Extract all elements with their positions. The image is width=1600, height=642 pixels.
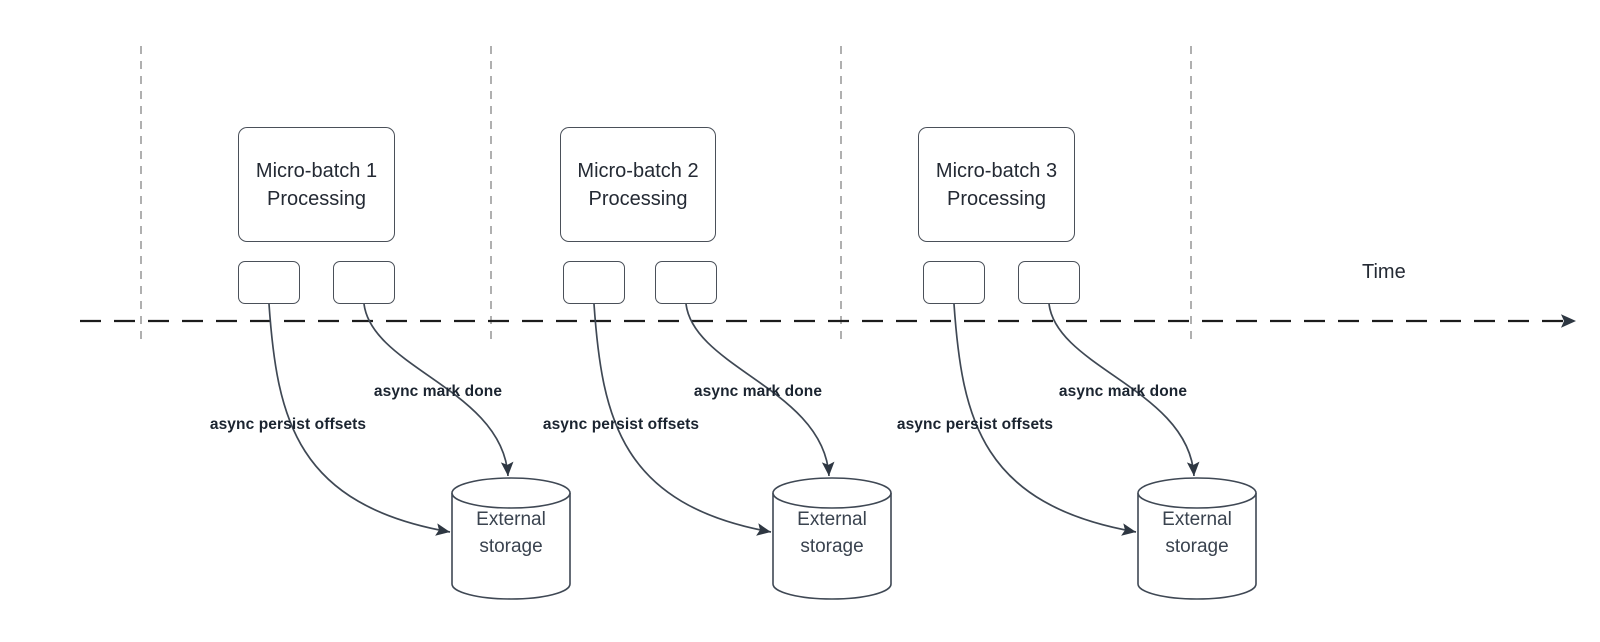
mark-done-arrow-2 — [685, 303, 835, 477]
micro-batch-2-offsets-task-box — [563, 261, 625, 304]
storage-cylinder-1 — [451, 477, 571, 600]
micro-batch-1-done-task-box — [333, 261, 395, 304]
micro-batch-2-box: Micro-batch 2 Processing — [560, 127, 716, 242]
mark-done-label-1: async mark done — [373, 383, 503, 400]
persist-offsets-arrow-1 — [268, 303, 451, 536]
persist-offsets-label-2: async persist offsets — [542, 416, 700, 433]
mark-done-arrow-3 — [1048, 303, 1200, 477]
external-storage-label-3: External storage — [1162, 509, 1232, 557]
storage-cylinder-3 — [1137, 477, 1257, 600]
storage-cylinder-2 — [772, 477, 892, 600]
micro-batch-3-done-task-box — [1018, 261, 1080, 304]
micro-batch-3-box: Micro-batch 3 Processing — [918, 127, 1075, 242]
micro-batch-1-offsets-task-box — [238, 261, 300, 304]
external-storage-label-2: External storage — [797, 509, 867, 557]
micro-batch-2-done-task-box — [655, 261, 717, 304]
micro-batch-3-offsets-task-box — [923, 261, 985, 304]
persist-offsets-arrow-3 — [953, 303, 1137, 536]
external-storage-label-1: External storage — [476, 509, 546, 557]
time-axis-label: Time — [1362, 261, 1406, 283]
persist-offsets-arrow-2 — [593, 303, 772, 536]
mark-done-label-3: async mark done — [1058, 383, 1188, 400]
persist-offsets-label-3: async persist offsets — [896, 416, 1054, 433]
mark-done-arrow-1 — [363, 303, 514, 477]
micro-batch-1-box: Micro-batch 1 Processing — [238, 127, 395, 242]
persist-offsets-label-1: async persist offsets — [209, 416, 367, 433]
mark-done-label-2: async mark done — [693, 383, 823, 400]
